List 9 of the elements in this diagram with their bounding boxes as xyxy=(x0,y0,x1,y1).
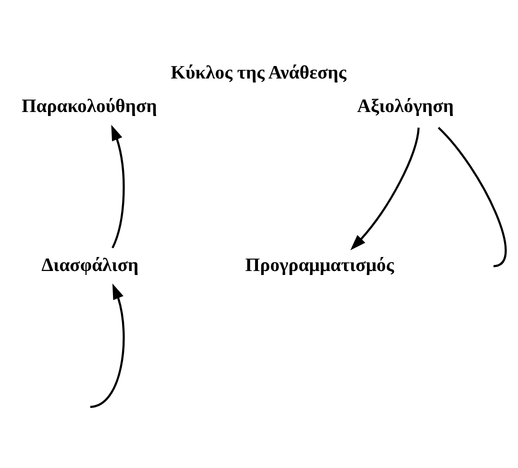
arrow xyxy=(90,283,124,408)
arrow xyxy=(110,124,124,248)
node-text: Αξιολόγηση xyxy=(356,96,454,118)
diagram-title: Κύκλος της Ανάθεσης xyxy=(170,62,346,84)
connector xyxy=(437,126,506,268)
node-text: Παρακολούθηση xyxy=(21,96,157,118)
node-text: Διασφάλιση xyxy=(41,254,138,276)
arrow xyxy=(350,128,420,250)
node-text: Προγραμματισμός xyxy=(244,254,394,276)
